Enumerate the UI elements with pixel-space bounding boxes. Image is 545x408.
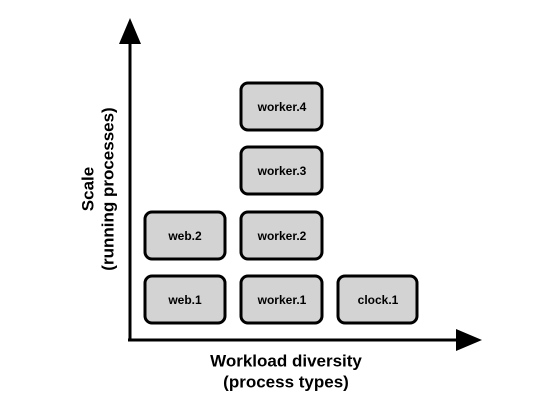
process-box-worker-4: worker.4: [239, 81, 324, 132]
process-label: worker.3: [257, 164, 307, 178]
x-axis-label-line2: (process types): [223, 373, 349, 392]
x-axis-arrowhead: [456, 329, 482, 351]
process-label: worker.1: [257, 293, 307, 307]
process-label: clock.1: [358, 293, 399, 307]
process-label: worker.4: [257, 100, 307, 114]
x-axis-label-line1: Workload diversity: [210, 352, 362, 371]
y-axis-label: Scale (running processes): [79, 107, 118, 270]
process-box-web-1: web.1: [143, 274, 227, 325]
process-label: worker.2: [257, 229, 307, 243]
process-box-clock-1: clock.1: [336, 274, 419, 325]
y-axis-label-line2: (running processes): [99, 107, 118, 270]
process-box-web-2: web.2: [143, 210, 227, 261]
process-label: web.2: [167, 229, 202, 243]
process-box-worker-1: worker.1: [239, 274, 324, 325]
process-label: web.1: [167, 293, 202, 307]
y-axis-arrowhead: [119, 18, 141, 44]
process-box-worker-3: worker.3: [239, 145, 324, 196]
y-axis-label-line1: Scale: [79, 167, 98, 211]
x-axis-label: Workload diversity (process types): [210, 352, 362, 392]
process-box-worker-2: worker.2: [239, 210, 324, 261]
